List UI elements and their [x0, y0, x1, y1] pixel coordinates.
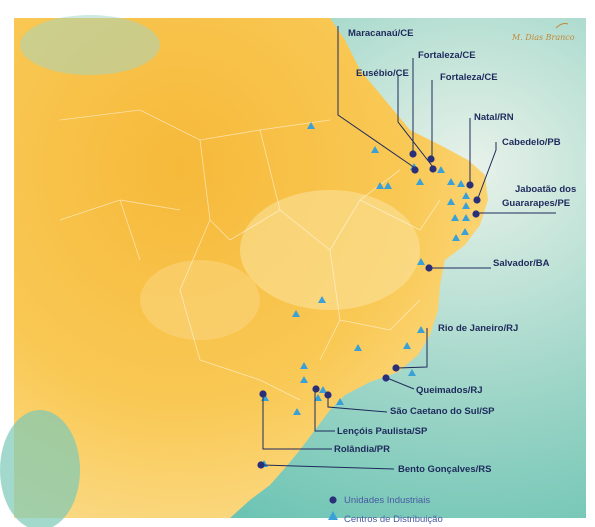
distribution-center	[437, 166, 445, 173]
legend-industrial-marker	[329, 496, 337, 504]
industrial-unit-marker	[466, 181, 474, 189]
label-bento-goncalves: Bento Gonçalves/RS	[398, 464, 491, 475]
label-natal: Natal/RN	[474, 112, 514, 123]
legend-industrial-label: Unidades Industriais	[344, 495, 430, 506]
city-labels: Maracanaú/CE Fortaleza/CE Eusébio/CE For…	[334, 28, 576, 475]
distribution-center	[307, 122, 315, 129]
label-jaboatao-line1: Jaboatão dos	[515, 184, 576, 195]
label-queimados: Queimados/RJ	[416, 385, 483, 396]
industrial-units	[257, 150, 481, 469]
label-maracanau: Maracanaú/CE	[348, 28, 413, 39]
industrial-unit-marker	[425, 264, 433, 272]
distribution-center	[462, 202, 470, 209]
industrial-unit-marker	[411, 166, 419, 174]
leader-lines	[261, 26, 556, 470]
label-sao-caetano: São Caetano do Sul/SP	[390, 406, 495, 417]
distribution-center	[447, 198, 455, 205]
distribution-center	[461, 228, 469, 235]
distribution-center	[336, 398, 344, 405]
legend-distribution-label: Centros de Distribuição	[344, 514, 443, 525]
industrial-unit-marker	[472, 210, 480, 218]
distribution-center	[452, 234, 460, 241]
distribution-center	[384, 182, 392, 189]
logo-text: M. Dias Branco	[511, 33, 575, 42]
distribution-center	[292, 310, 300, 317]
distribution-center	[462, 192, 470, 199]
distribution-center	[300, 376, 308, 383]
distribution-center	[319, 386, 327, 393]
distribution-center	[318, 296, 326, 303]
industrial-unit-marker	[324, 391, 332, 399]
brand-logo: M. Dias Branco	[511, 23, 575, 42]
label-lencois-paulista: Lençóis Paulista/SP	[337, 426, 428, 437]
industrial-unit-marker	[392, 364, 400, 372]
label-rio-de-janeiro: Rio de Janeiro/RJ	[438, 323, 518, 334]
industrial-unit-marker	[257, 461, 265, 469]
industrial-unit-marker	[473, 196, 481, 204]
distribution-center	[354, 344, 362, 351]
industrial-unit-marker	[429, 165, 437, 173]
distribution-center	[376, 182, 384, 189]
distribution-center	[447, 178, 455, 185]
legend: Unidades Industriais Centros de Distribu…	[328, 495, 443, 525]
label-salvador: Salvador/BA	[493, 258, 550, 269]
industrial-unit-marker	[382, 374, 390, 382]
distribution-center	[293, 408, 301, 415]
distribution-center	[300, 362, 308, 369]
distribution-center	[371, 146, 379, 153]
distribution-center	[451, 214, 459, 221]
industrial-unit-marker	[427, 155, 435, 163]
state-borders	[59, 109, 441, 401]
industrial-unit-marker	[259, 390, 267, 398]
label-eusebio: Eusébio/CE	[356, 68, 409, 79]
distribution-center	[417, 326, 425, 333]
legend-distribution-marker	[328, 511, 338, 520]
label-rolandia: Rolândia/PR	[334, 444, 390, 455]
label-fortaleza-2: Fortaleza/CE	[440, 72, 498, 83]
distribution-center	[457, 180, 465, 187]
industrial-unit-marker	[409, 150, 417, 158]
distribution-center	[416, 178, 424, 185]
industrial-unit-marker	[312, 385, 320, 393]
label-jaboatao-line2: Guararapes/PE	[502, 198, 570, 209]
distribution-centers	[260, 122, 470, 467]
distribution-center	[408, 369, 416, 376]
label-fortaleza-1: Fortaleza/CE	[418, 50, 476, 61]
distribution-center	[417, 258, 425, 265]
distribution-center	[314, 394, 322, 401]
distribution-center	[462, 214, 470, 221]
label-cabedelo: Cabedelo/PB	[502, 137, 561, 148]
distribution-center	[403, 342, 411, 349]
